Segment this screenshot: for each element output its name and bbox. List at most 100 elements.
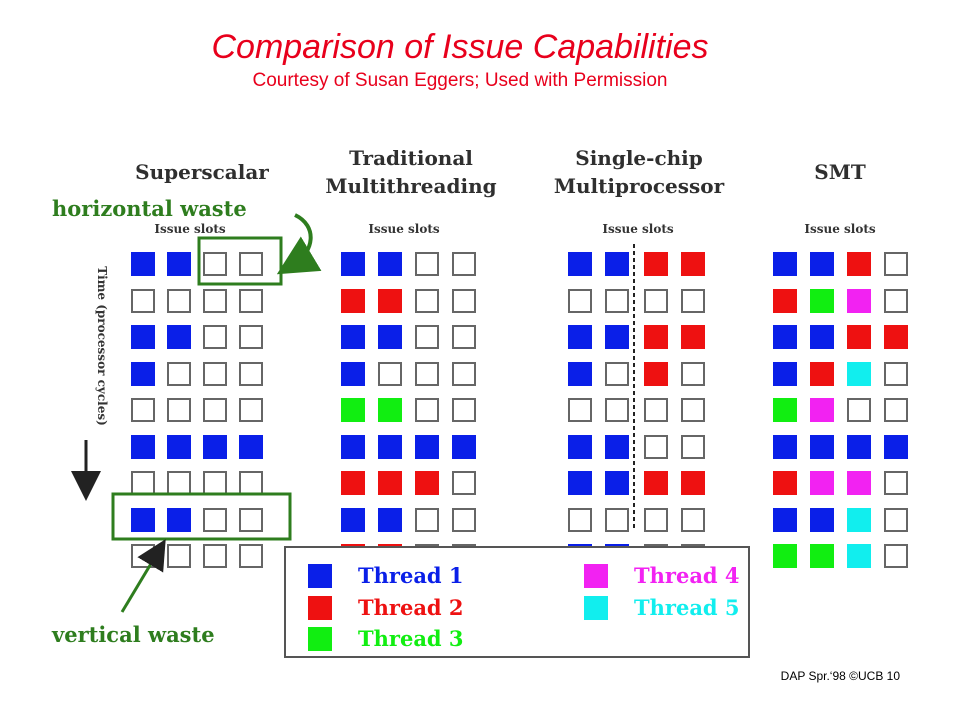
thread-2-issue-slot [341, 471, 365, 495]
thread-1-issue-slot [810, 252, 834, 276]
heading-single-chip-multiprocessor: Single-chip Multiprocessor [553, 146, 725, 198]
thread-2-issue-slot [847, 252, 871, 276]
empty-issue-slot [203, 252, 227, 276]
empty-issue-slot [568, 398, 592, 422]
empty-issue-slot [415, 252, 439, 276]
thread-1-issue-slot [568, 325, 592, 349]
thread-5-issue-slot [847, 544, 871, 568]
empty-issue-slot [239, 325, 263, 349]
thread-1-issue-slot [605, 325, 629, 349]
legend-label-thread-1: Thread 1 [358, 563, 464, 588]
slide-subtitle: Courtesy of Susan Eggers; Used with Perm… [252, 70, 668, 91]
empty-issue-slot [167, 544, 191, 568]
thread-1-issue-slot [378, 508, 402, 532]
thread-1-issue-slot [773, 325, 797, 349]
empty-issue-slot [644, 289, 668, 313]
slide-footer: DAP Spr.‘98 ©UCB 10 [780, 669, 900, 683]
thread-1-issue-slot [239, 435, 263, 459]
time-axis-label: Time (processor cycles) [95, 266, 109, 426]
thread-1-issue-slot [341, 362, 365, 386]
empty-issue-slot [884, 544, 908, 568]
thread-1-issue-slot [341, 435, 365, 459]
empty-issue-slot [167, 398, 191, 422]
empty-issue-slot [568, 508, 592, 532]
legend-swatch-thread-2 [308, 596, 332, 620]
empty-issue-slot [884, 508, 908, 532]
empty-issue-slot [131, 471, 155, 495]
thread-2-issue-slot [415, 471, 439, 495]
empty-issue-slot [681, 508, 705, 532]
thread-1-issue-slot [131, 362, 155, 386]
empty-issue-slot [203, 362, 227, 386]
thread-1-issue-slot [131, 252, 155, 276]
thread-1-issue-slot [167, 325, 191, 349]
thread-1-issue-slot [131, 508, 155, 532]
empty-issue-slot [239, 252, 263, 276]
empty-issue-slot [681, 435, 705, 459]
thread-2-issue-slot [681, 471, 705, 495]
horizontal-waste-box [197, 236, 283, 286]
thread-1-issue-slot [810, 508, 834, 532]
horizontal-waste-label: horizontal waste [52, 196, 247, 221]
thread-1-issue-slot [568, 252, 592, 276]
vertical-waste-arrow [120, 539, 166, 613]
thread-3-issue-slot [810, 544, 834, 568]
heading-superscalar: Superscalar [135, 160, 269, 184]
thread-1-issue-slot [884, 435, 908, 459]
empty-issue-slot [644, 435, 668, 459]
thread-1-issue-slot [203, 435, 227, 459]
vertical-waste-box [111, 492, 292, 541]
empty-issue-slot [452, 325, 476, 349]
thread-1-issue-slot [131, 435, 155, 459]
heading-traditional-multithreading: Traditional Multithreading [325, 146, 497, 198]
thread-4-issue-slot [810, 471, 834, 495]
thread-1-issue-slot [341, 325, 365, 349]
empty-issue-slot [605, 289, 629, 313]
empty-issue-slot [644, 398, 668, 422]
empty-issue-slot [239, 544, 263, 568]
thread-1-issue-slot [167, 435, 191, 459]
empty-issue-slot [203, 289, 227, 313]
empty-issue-slot [452, 471, 476, 495]
empty-issue-slot [239, 362, 263, 386]
thread-3-issue-slot [810, 289, 834, 313]
thread-4-issue-slot [847, 471, 871, 495]
empty-issue-slot [847, 398, 871, 422]
thread-1-issue-slot [773, 252, 797, 276]
empty-issue-slot [605, 508, 629, 532]
issue-slots-label: Issue slots [602, 222, 674, 236]
empty-issue-slot [415, 508, 439, 532]
legend-label-thread-5: Thread 5 [634, 595, 740, 620]
thread-1-issue-slot [773, 435, 797, 459]
thread-1-issue-slot [847, 435, 871, 459]
empty-issue-slot [415, 325, 439, 349]
legend-swatch-thread-3 [308, 627, 332, 651]
empty-issue-slot [452, 508, 476, 532]
empty-issue-slot [681, 398, 705, 422]
thread-1-issue-slot [378, 325, 402, 349]
thread-3-issue-slot [378, 398, 402, 422]
empty-issue-slot [415, 362, 439, 386]
thread-2-issue-slot [681, 252, 705, 276]
thread-1-issue-slot [378, 252, 402, 276]
thread-3-issue-slot [341, 398, 365, 422]
thread-2-issue-slot [644, 471, 668, 495]
thread-1-issue-slot [810, 325, 834, 349]
empty-issue-slot [884, 289, 908, 313]
thread-4-issue-slot [810, 398, 834, 422]
legend-swatch-thread-4 [584, 564, 608, 588]
empty-issue-slot [203, 398, 227, 422]
thread-2-issue-slot [644, 325, 668, 349]
legend-swatch-thread-5 [584, 596, 608, 620]
legend-label-thread-3: Thread 3 [358, 626, 464, 651]
issue-slots-label: Issue slots [368, 222, 440, 236]
slide-title: Comparison of Issue Capabilities [211, 28, 709, 66]
thread-1-issue-slot [378, 435, 402, 459]
empty-issue-slot [681, 362, 705, 386]
thread-3-issue-slot [773, 544, 797, 568]
thread-2-issue-slot [773, 471, 797, 495]
issue-slots-label: Issue slots [154, 222, 226, 236]
thread-1-issue-slot [167, 508, 191, 532]
heading-smt: SMT [814, 160, 866, 184]
